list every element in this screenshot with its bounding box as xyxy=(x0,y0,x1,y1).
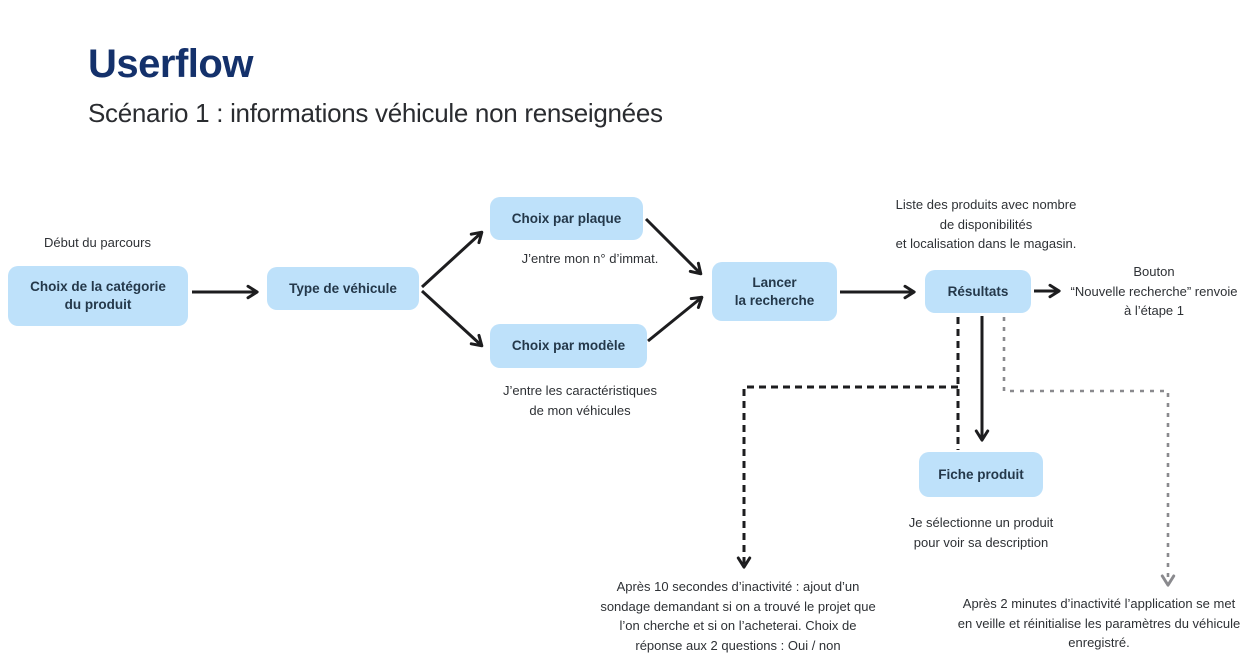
note-inactivite-10s: Après 10 secondes d’inactivité : ajout d… xyxy=(600,579,876,653)
note-bouton-nouvelle-recherche: Bouton “Nouvelle recherche” renvoie à l’… xyxy=(1070,264,1238,318)
node-type-vehicule: Type de véhicule xyxy=(267,267,419,310)
node-lancer-recherche: Lancer la recherche xyxy=(712,262,837,321)
note-immatriculation: J’entre mon n° d’immat. xyxy=(521,251,659,266)
note-selection-produit: Je sélectionne un produit pour voir sa d… xyxy=(908,515,1054,550)
note-liste-produits: Liste des produits avec nombre de dispon… xyxy=(895,197,1077,251)
node-choix-modele: Choix par modèle xyxy=(490,324,647,368)
node-fiche-produit: Fiche produit xyxy=(919,452,1043,497)
arrow-modele-to-lancer xyxy=(647,295,704,343)
node-choix-categorie: Choix de la catégorie du produit xyxy=(8,266,188,326)
arrow-type-to-plaque xyxy=(420,230,484,289)
node-resultats: Résultats xyxy=(925,270,1031,313)
page-title: Userflow xyxy=(88,42,253,86)
arrow-type-to-modele xyxy=(420,289,484,348)
node-choix-plaque: Choix par plaque xyxy=(490,197,643,240)
note-debut-parcours: Début du parcours xyxy=(44,235,151,250)
page-subtitle: Scénario 1 : informations véhicule non r… xyxy=(88,98,663,128)
note-inactivite-2min: Après 2 minutes d’inactivité l’applicati… xyxy=(957,596,1241,650)
note-caracteristiques: J’entre les caractéristiques de mon véhi… xyxy=(503,383,657,418)
arrow-plaque-to-lancer xyxy=(644,217,703,276)
